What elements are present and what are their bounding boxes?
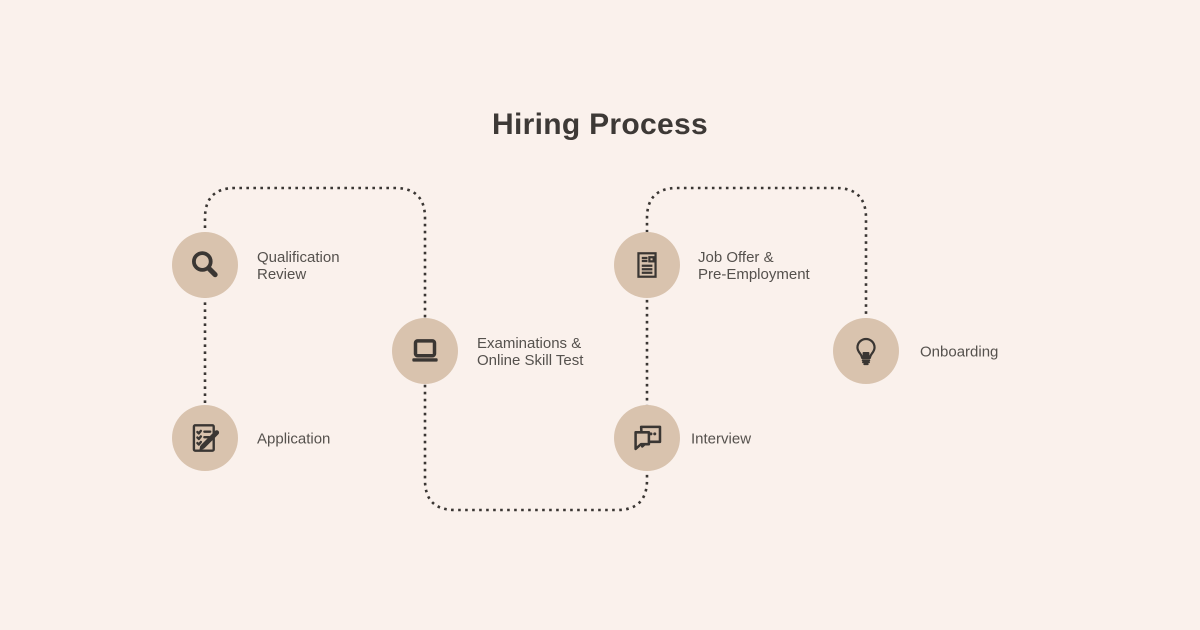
step-circle-job-offer xyxy=(614,232,680,298)
step-label-job-offer: Job Offer & Pre-Employment xyxy=(698,249,810,283)
step-circle-qualification-review xyxy=(172,232,238,298)
checklist-pencil-icon xyxy=(192,424,220,452)
step-circle-interview xyxy=(614,405,680,471)
step-label-onboarding: Onboarding xyxy=(920,343,999,361)
search-icon xyxy=(192,251,218,278)
lightbulb-icon xyxy=(856,337,876,366)
laptop-icon xyxy=(412,339,438,362)
step-label-examinations: Examinations & Online Skill Test xyxy=(477,335,584,369)
step-label-qualification-review: Qualification Review xyxy=(257,249,340,283)
step-circle-examinations xyxy=(392,318,458,384)
step-circle-application xyxy=(172,405,238,471)
chat-bubbles-icon xyxy=(634,425,662,451)
step-label-application: Application xyxy=(257,430,331,448)
step-circle-onboarding xyxy=(833,318,899,384)
step-label-interview: Interview xyxy=(691,430,752,448)
document-icon xyxy=(637,252,657,278)
page-title: Hiring Process xyxy=(492,108,708,141)
